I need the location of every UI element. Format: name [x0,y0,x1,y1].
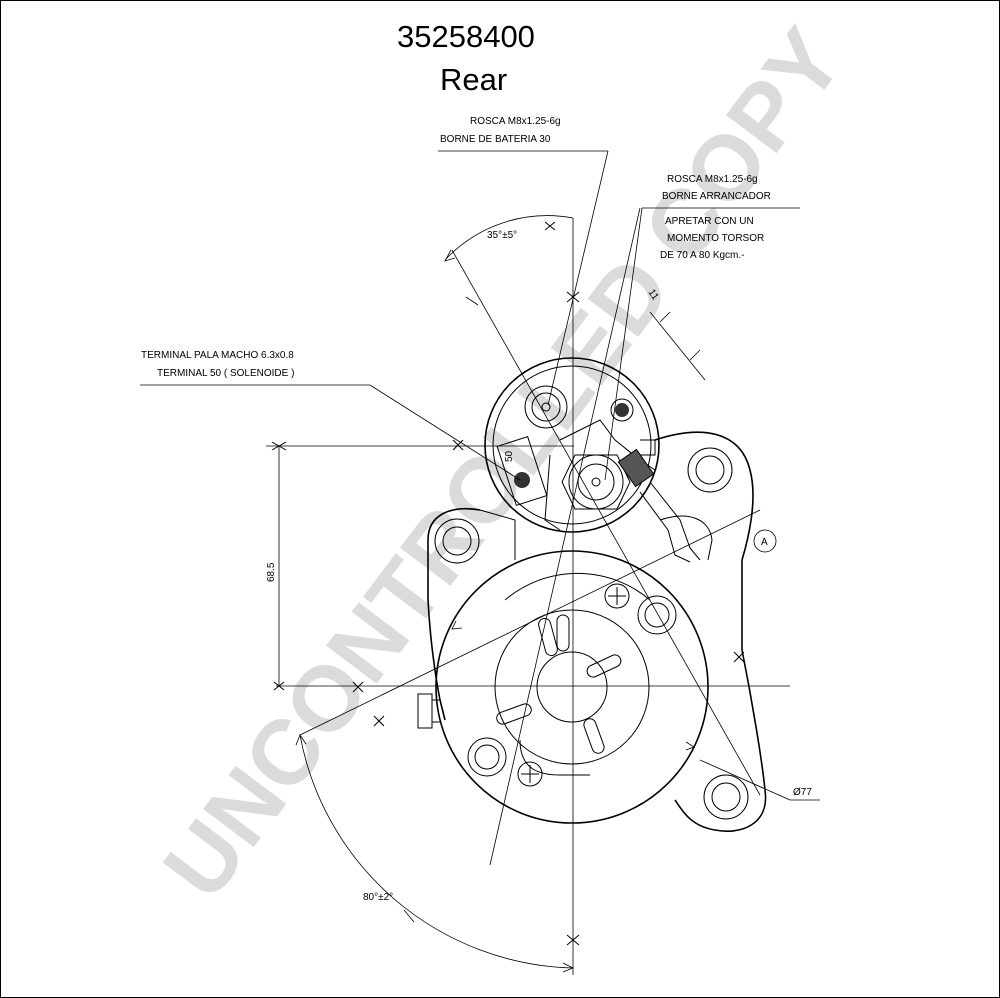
reference-label: A [761,537,768,548]
callout-battery-thread: ROSCA M8x1.25-6g [470,116,561,127]
callout-spade-terminal: TERMINAL PALA MACHO 6.3x0.8 [141,350,294,361]
watermark-text: UNCONTROLLED COPY [145,11,863,917]
callout-torque-line1: APRETAR CON UN [665,216,754,227]
end-plate-slots [496,614,622,754]
dimension-height: 68.5 [266,562,277,582]
dimension-angle-bottom: 80°±2° [363,892,393,903]
starter-housing [417,431,767,832]
dimension-lines [266,215,820,973]
part-number: 35258400 [397,19,535,54]
view-name: Rear [440,62,507,97]
callout-starter-terminal: BORNE ARRANCADOR [662,191,771,202]
reference-circle [753,529,777,553]
callout-torque-line2: MOMENTO TORSOR [667,233,764,244]
callout-leaders [140,150,800,481]
dimension-diameter: Ø77 [793,787,812,798]
callout-battery-terminal: BORNE DE BATERIA 30 [440,134,551,145]
mounting-holes [434,447,749,820]
center-lines [276,207,790,975]
solenoid-cap [484,357,701,563]
dimension-angle-top: 35°±5° [487,230,517,241]
callout-solenoid-terminal: TERMINAL 50 ( SOLENOIDE ) [157,368,294,379]
callout-starter-thread: ROSCA M8x1.25-6g [667,174,758,185]
callout-torque-line3: DE 70 A 80 Kgcm.- [660,250,745,261]
terminal-mark: 50 [504,450,515,462]
